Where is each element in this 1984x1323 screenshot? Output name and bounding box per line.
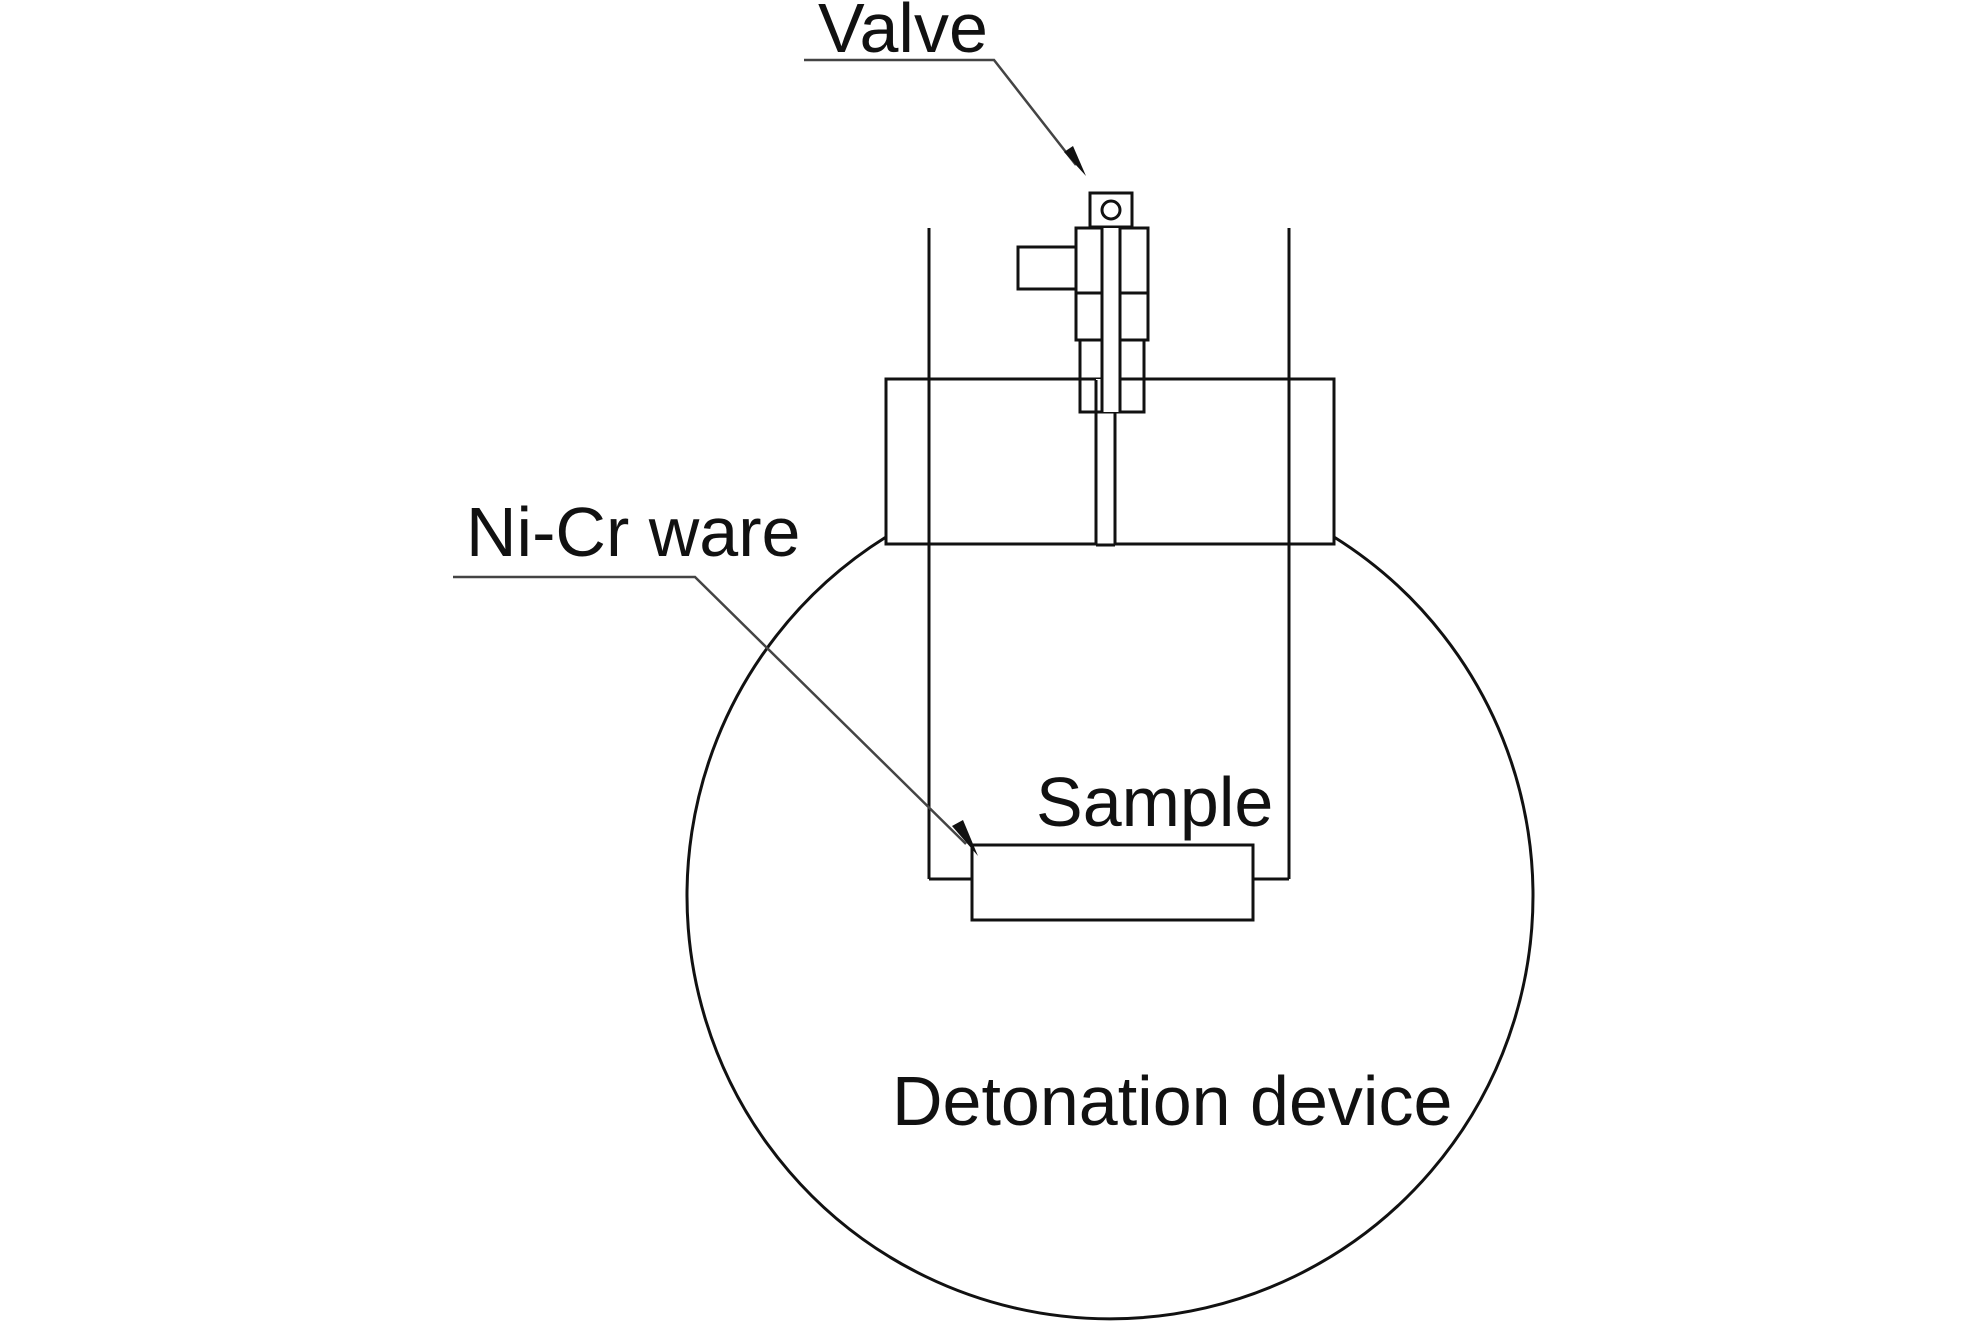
wire-label: Ni-Cr ware — [466, 493, 800, 571]
valve-label: Valve — [818, 0, 988, 67]
valve-assembly — [1016, 191, 1150, 414]
wire-leader — [453, 575, 978, 856]
device-label: Detonation device — [892, 1062, 1452, 1140]
sphere-body — [685, 535, 1535, 1321]
gas-channel — [1096, 379, 1115, 545]
valve-leader — [804, 58, 1086, 176]
sample-block — [970, 843, 1255, 922]
sample-label: Sample — [1036, 763, 1273, 841]
